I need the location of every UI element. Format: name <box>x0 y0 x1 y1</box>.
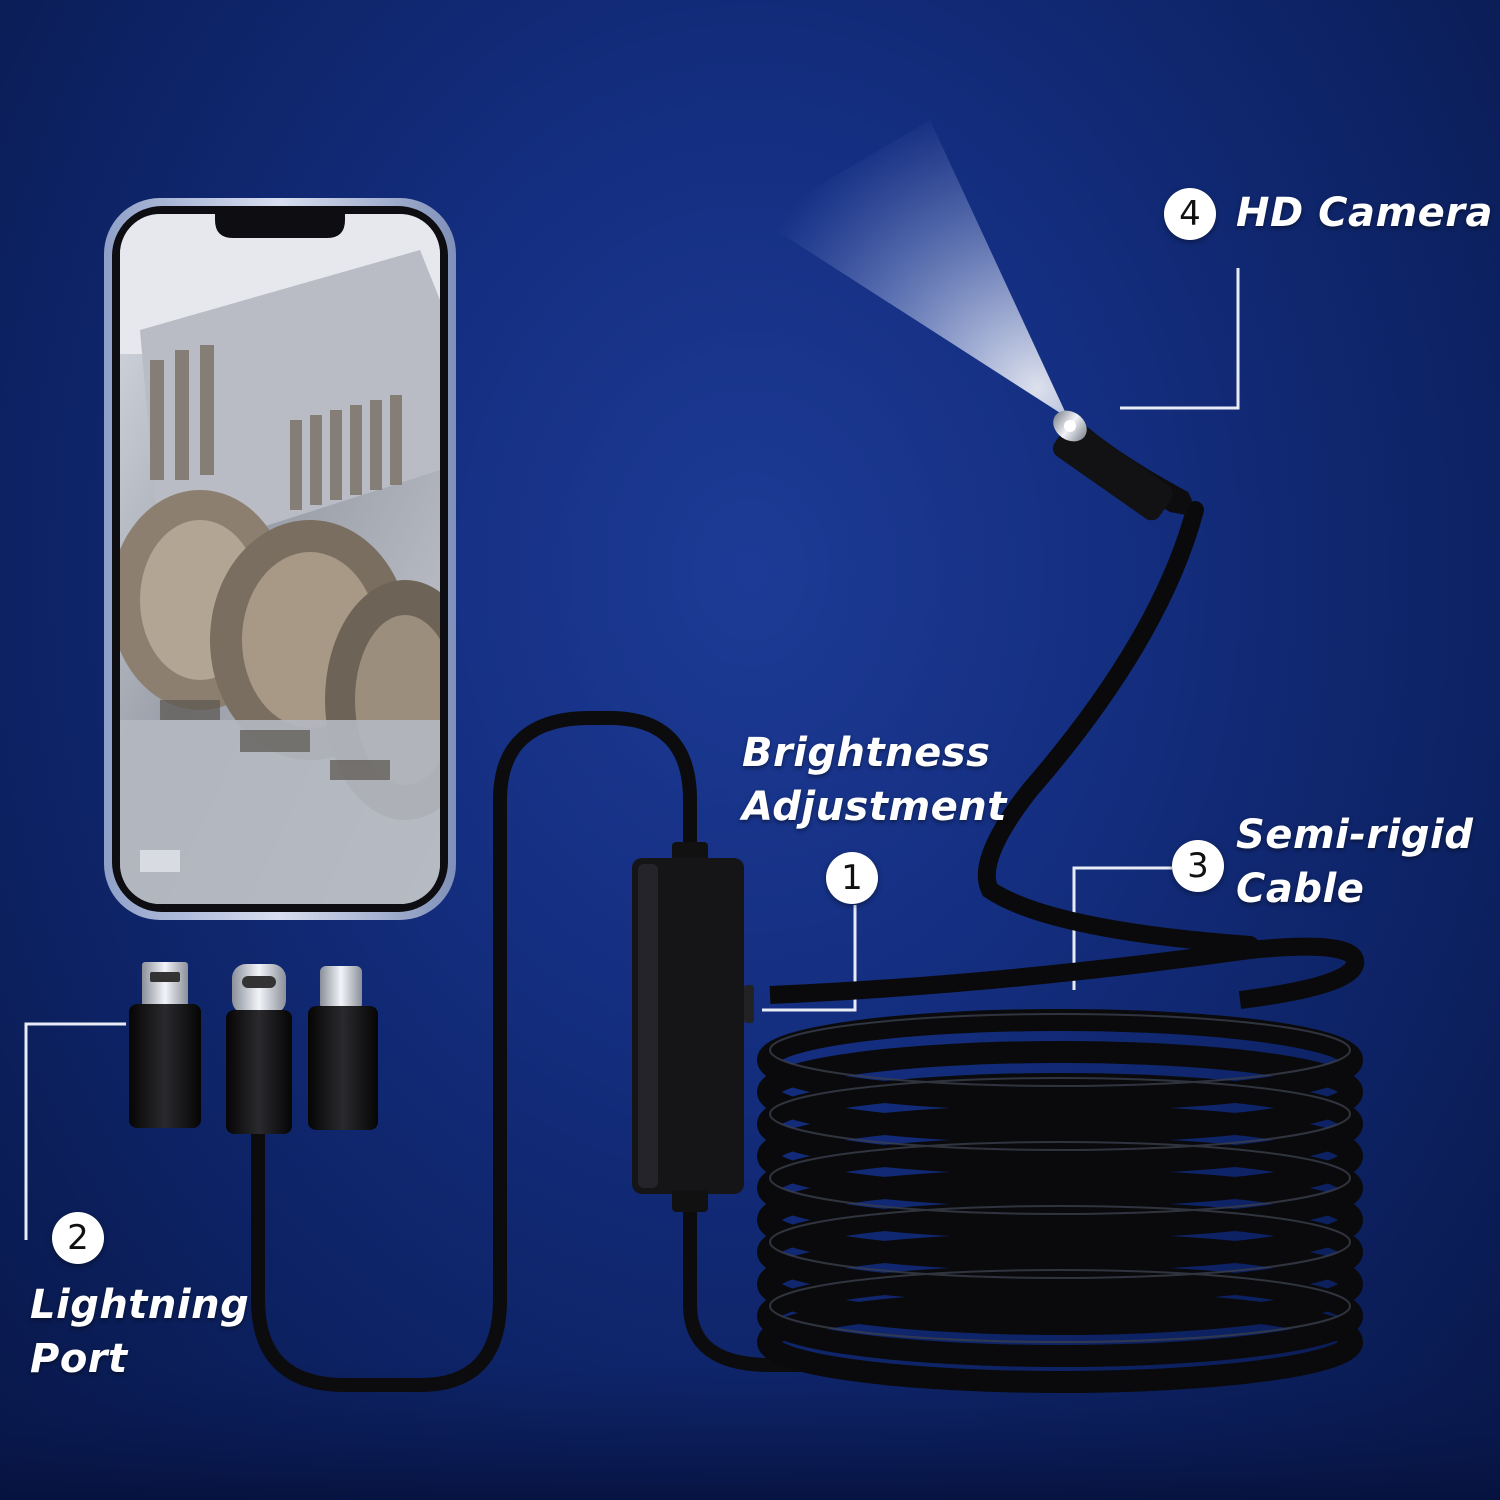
coil-top-loop <box>769 937 1365 1009</box>
callout-3-line-1: Semi-rigid <box>1236 812 1474 858</box>
callout-4-line-1: HD Camera <box>1236 190 1493 236</box>
callout-label-brightness-adjustment: Brightness Adjustment <box>742 726 1007 834</box>
callout-label-hd-camera: HD Camera <box>1236 186 1493 240</box>
callout-badge-4: 4 <box>1164 188 1216 240</box>
smartphone <box>104 198 456 920</box>
usb-c-plug-icon <box>226 964 292 1134</box>
callout-badge-1: 1 <box>826 852 878 904</box>
callout-badge-2: 2 <box>52 1212 104 1264</box>
usb-cable <box>251 711 697 1392</box>
callout-3-line-2: Cable <box>1236 866 1365 912</box>
phone-notch <box>215 214 345 238</box>
callout-2-line-2: Port <box>30 1336 128 1382</box>
callout-1-line-2: Adjustment <box>742 784 1007 830</box>
hd-camera-head <box>1052 410 1192 521</box>
callout-badge-3: 3 <box>1172 840 1224 892</box>
coil-highlights <box>769 1013 1351 1343</box>
micro-usb-plug-icon <box>129 962 201 1128</box>
light-beam <box>760 120 1068 418</box>
cable-to-coil <box>683 1198 807 1372</box>
coiled-cable <box>757 1009 1363 1393</box>
leader-lines <box>24 268 1240 1240</box>
callout-label-lightning-port: Lightning Port <box>30 1278 249 1386</box>
brightness-control-box <box>632 842 754 1212</box>
lightning-plug-icon <box>308 966 378 1130</box>
callout-label-semi-rigid-cable: Semi-rigid Cable <box>1236 808 1473 916</box>
phone-screen-engine-view <box>120 214 440 904</box>
semi-rigid-cable <box>977 501 1259 954</box>
callout-1-line-1: Brightness <box>742 730 991 776</box>
callout-2-line-1: Lightning <box>30 1282 250 1328</box>
